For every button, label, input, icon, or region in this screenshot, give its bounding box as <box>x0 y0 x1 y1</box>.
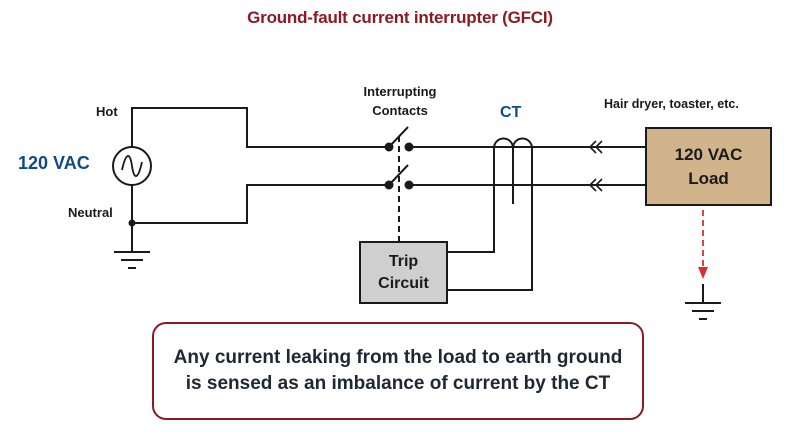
load-box <box>645 127 772 206</box>
leakage-arrow-head <box>698 267 708 279</box>
hot-wire <box>131 107 389 148</box>
trip-circuit-label: Trip Circuit <box>378 252 429 292</box>
double-chevron-connector-icon <box>588 178 603 192</box>
ct-label: CT <box>500 104 522 121</box>
neutral-wire <box>131 184 389 224</box>
source-voltage-label: 120 VAC <box>18 153 90 173</box>
diagram-title: Ground-fault current interrupter (GFCI) <box>247 8 553 27</box>
load-description-label: Hair dryer, toaster, etc. <box>604 97 739 111</box>
hot-label: Hot <box>96 104 118 119</box>
explanation-note: Any current leaking from the load to ear… <box>152 322 644 420</box>
trip-circuit-box <box>359 241 448 304</box>
interrupting-contacts-label: Interrupting Contacts <box>363 84 437 118</box>
ground-icon <box>685 284 721 320</box>
double-chevron-connector-icon <box>588 140 603 154</box>
current-transformer-icon <box>447 137 533 291</box>
neutral-junction-dot <box>128 219 136 227</box>
load-label: 120 VAC Load <box>674 144 743 188</box>
ground-icon <box>114 251 150 269</box>
neutral-label: Neutral <box>68 205 113 220</box>
switch-contact-icon <box>384 164 414 190</box>
ac-source-icon <box>112 146 152 186</box>
